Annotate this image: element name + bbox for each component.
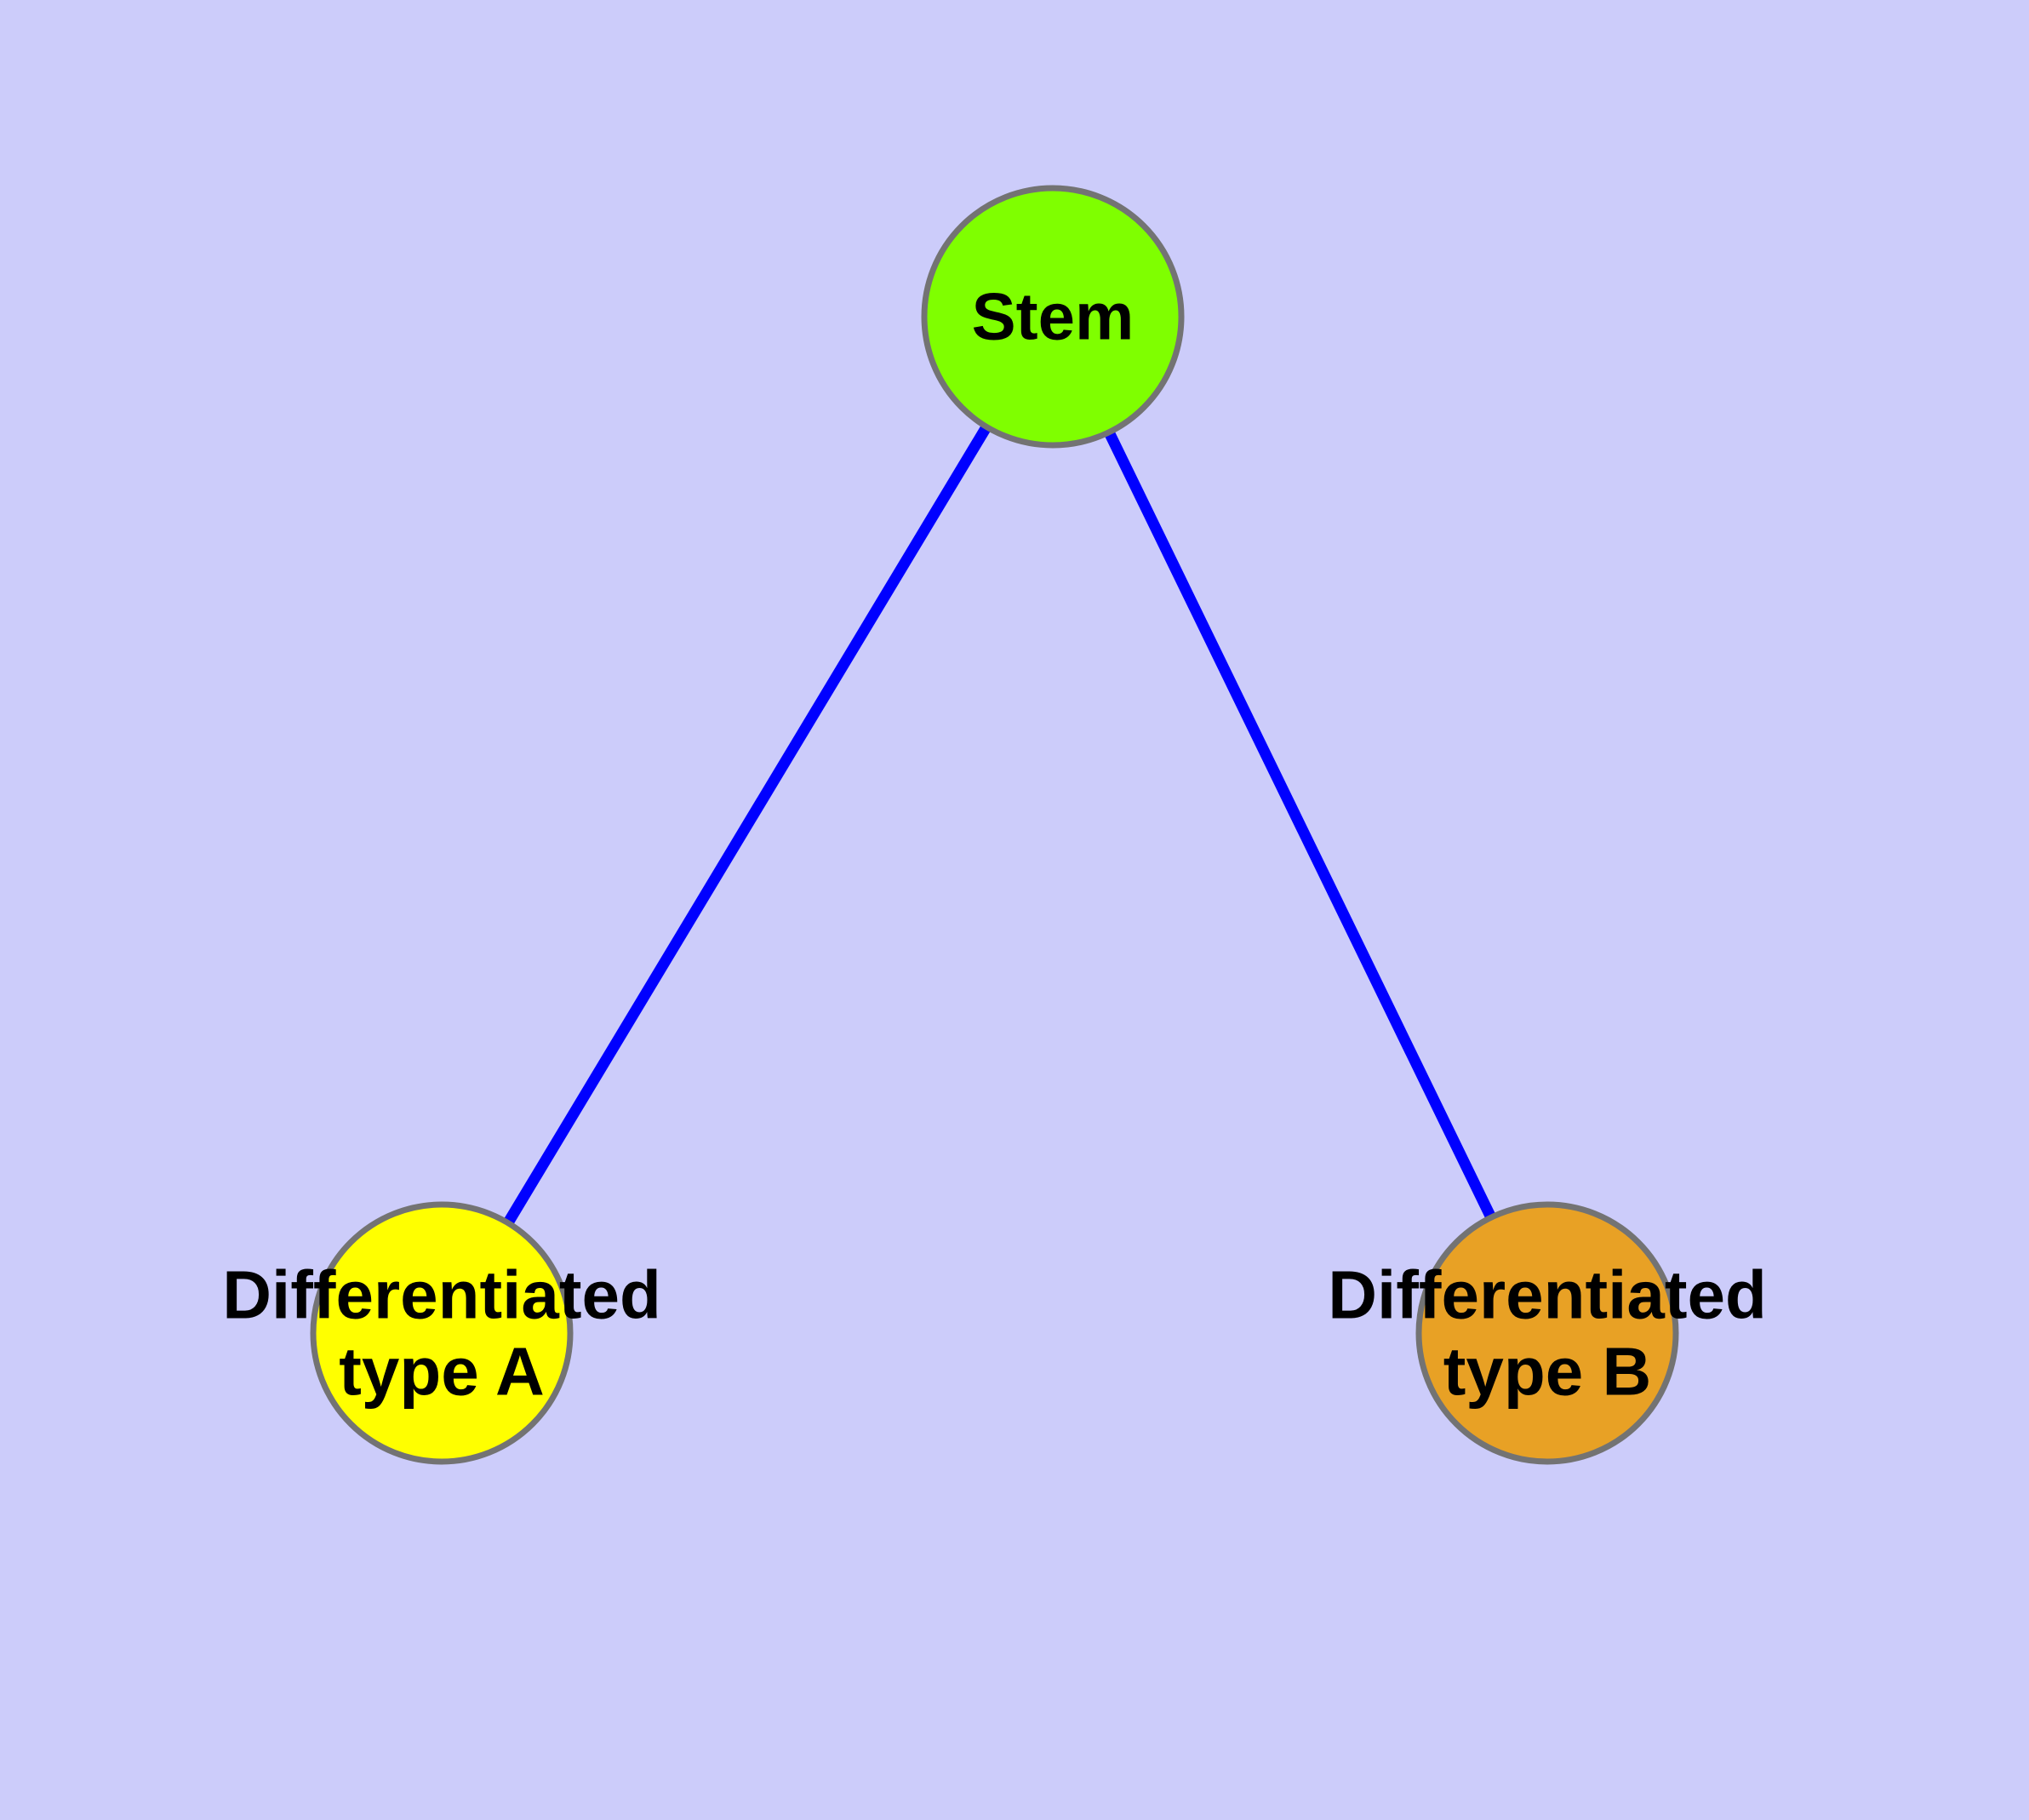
edges-layer	[503, 424, 1496, 1226]
edge-stem-to-a	[503, 424, 992, 1226]
node-circle-diff-a[interactable]	[310, 1201, 574, 1465]
nodes-layer	[310, 185, 1679, 1465]
edge-stem-to-b	[1104, 429, 1496, 1221]
node-circle-stem[interactable]	[921, 185, 1185, 449]
node-circle-diff-b[interactable]	[1415, 1201, 1679, 1465]
